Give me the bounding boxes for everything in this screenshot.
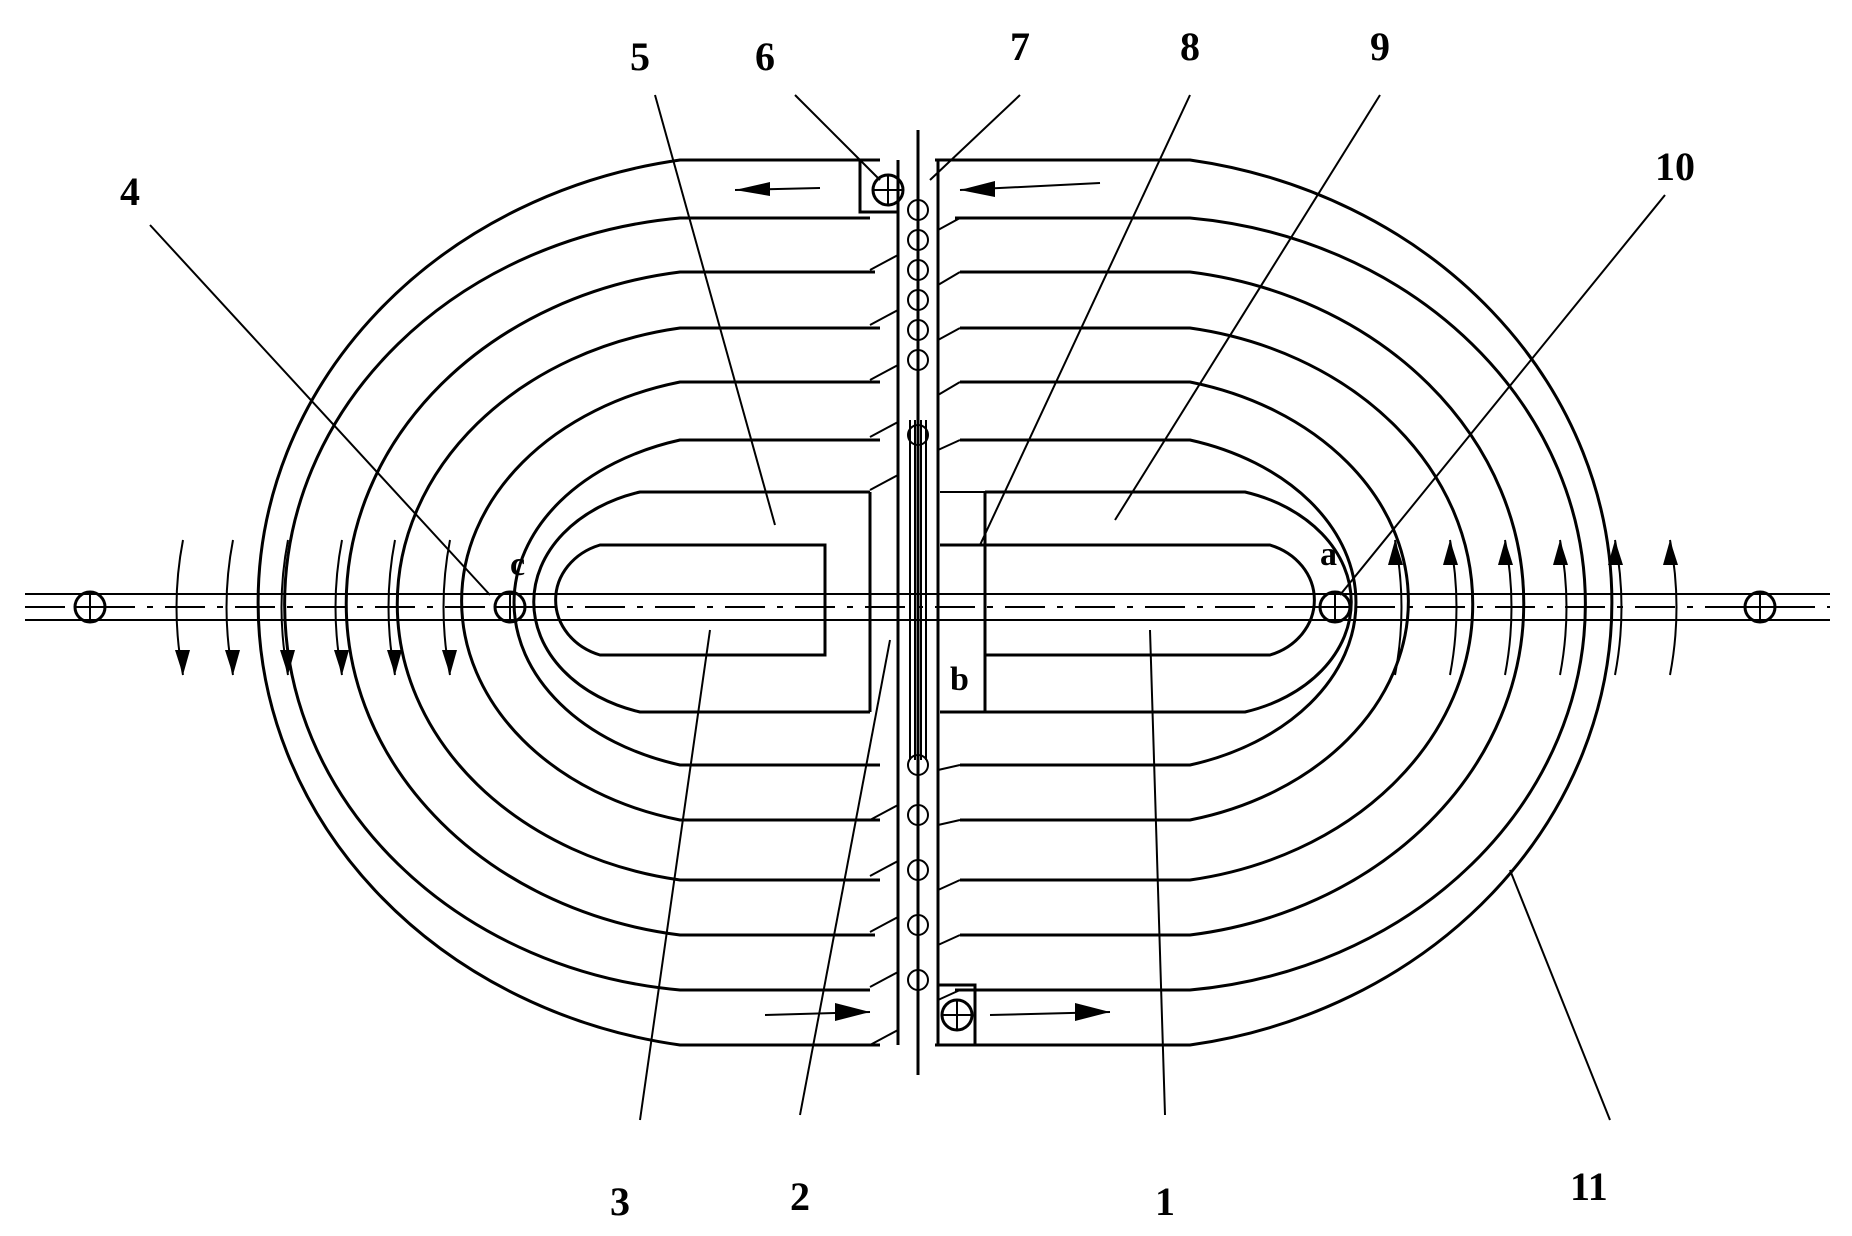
left-winding — [256, 158, 880, 1047]
label-4: 4 — [120, 169, 140, 214]
right-winding — [935, 158, 1614, 1047]
right-turn-2 — [955, 216, 1587, 992]
leader-3 — [639, 629, 711, 1121]
leader-10 — [1339, 194, 1666, 596]
leader-1 — [1149, 629, 1166, 1116]
label-a: a — [1320, 536, 1337, 573]
left-turn-3 — [344, 270, 875, 937]
leader-8 — [979, 94, 1191, 546]
bottom-feed-box — [938, 983, 977, 1045]
label-5: 5 — [630, 34, 650, 79]
leader-2 — [799, 639, 891, 1116]
label-1: 1 — [1155, 1179, 1175, 1224]
leader-6 — [794, 94, 881, 181]
right-turn-1 — [935, 158, 1614, 1047]
left-turn-5 — [460, 380, 880, 822]
left-turn-7 — [532, 490, 870, 714]
label-11: 11 — [1570, 1164, 1608, 1209]
label-b: b — [950, 661, 969, 698]
right-turn-3 — [960, 270, 1526, 937]
left-turn-1 — [256, 158, 880, 1047]
center-axis — [25, 593, 1830, 621]
right-turn-7 — [985, 490, 1353, 714]
terminal-c-icon — [493, 590, 527, 624]
current-arrows — [175, 181, 1678, 1021]
central-bus — [858, 130, 987, 1075]
left-turn-6 — [512, 438, 880, 767]
left-turn-4 — [395, 326, 880, 882]
labels: 1 2 3 4 5 6 7 8 9 10 11 a b c — [120, 24, 1695, 1224]
label-9: 9 — [1370, 24, 1390, 69]
leader-4 — [149, 224, 491, 596]
right-turn-5 — [960, 380, 1410, 822]
label-8: 8 — [1180, 24, 1200, 69]
leader-7 — [929, 94, 1021, 181]
leader-5 — [654, 94, 776, 526]
leader-lines — [149, 94, 1666, 1121]
terminal-left-icon — [73, 590, 107, 624]
terminal-a-icon — [1318, 590, 1352, 624]
label-c: c — [510, 546, 525, 583]
label-10: 10 — [1655, 144, 1695, 189]
right-turn-4 — [960, 326, 1475, 882]
left-turn-2 — [283, 216, 870, 992]
terminal-bottom-icon — [940, 998, 974, 1032]
right-turn-6 — [960, 438, 1358, 767]
terminal-top-icon — [871, 173, 905, 207]
label-7: 7 — [1010, 24, 1030, 69]
top-feed-box — [858, 160, 898, 214]
leader-9 — [1114, 94, 1381, 521]
right-turn-8 — [983, 543, 1316, 657]
label-6: 6 — [755, 34, 775, 79]
terminal-right-icon — [1743, 590, 1777, 624]
label-3: 3 — [610, 1179, 630, 1224]
left-turn-8 — [554, 543, 827, 657]
center-nodes — [907, 199, 929, 991]
leader-11 — [1509, 869, 1611, 1121]
label-2: 2 — [790, 1174, 810, 1219]
